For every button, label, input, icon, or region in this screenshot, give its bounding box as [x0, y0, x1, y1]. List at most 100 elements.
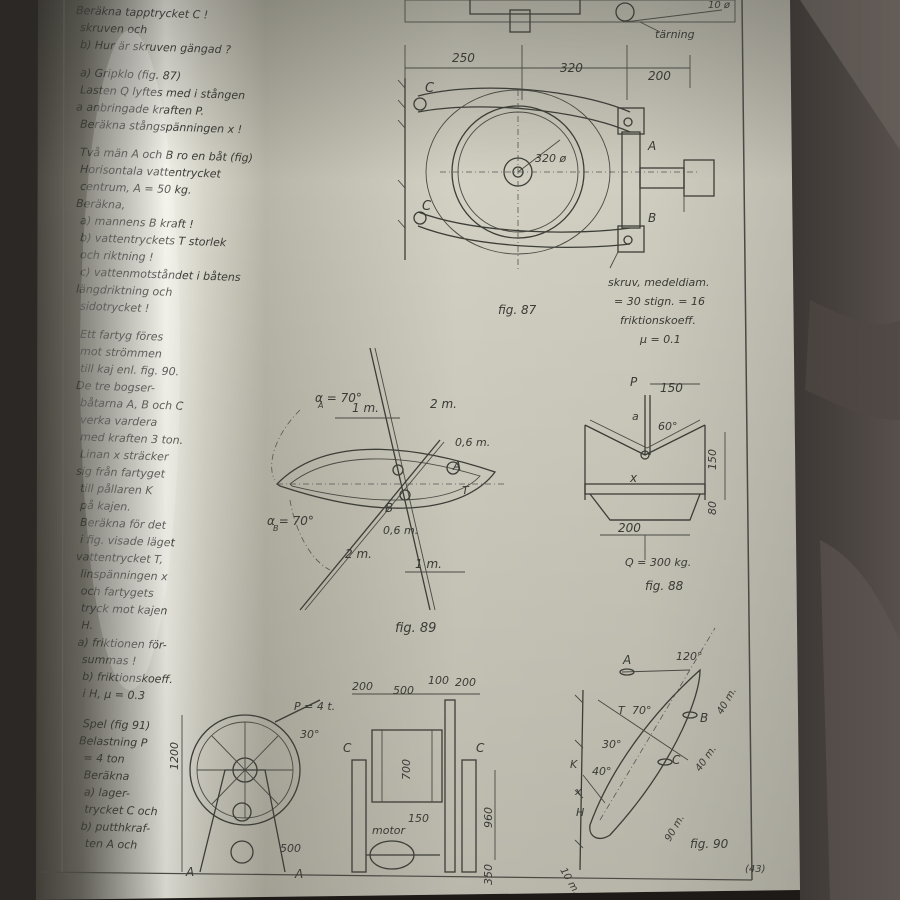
exercise-text-line: Beräkna stångspänningen x ! [80, 118, 242, 137]
exercise-text-line: H. [81, 619, 93, 632]
exercise-text-line: a) mannens B kraft ! [80, 214, 194, 231]
fig91-dim-150: 150 [408, 812, 429, 825]
exercise-text-line: ten A och [85, 837, 138, 852]
exercise-text-line: b) putthkraf- [80, 820, 150, 835]
fig87-label-b: B [648, 211, 656, 225]
exercise-text-line: Linan x sträcker [80, 447, 170, 463]
fig89-label-t: T [462, 484, 470, 497]
frame-line-right [741, 0, 753, 881]
fig89-label-a: A [452, 459, 461, 473]
exercise-text-line: längdriktning och [76, 283, 173, 299]
fig87-label-tarning: tärning [655, 28, 695, 41]
fig91-label-a-left: A [185, 865, 194, 879]
fig91-dim-500: 500 [393, 684, 414, 697]
fig90-label-t: T [618, 704, 626, 717]
fig87-note-2: = 30 stign. = 16 [614, 295, 705, 308]
exercise-text-line: trycket C och [84, 803, 158, 819]
exercise-text-line: Beräkna för det [80, 516, 167, 532]
fig88-dim-150-top: 150 [660, 381, 683, 395]
fig89-dim-06-top: 0,6 m. [455, 436, 490, 449]
exercise-text-line: b) vattentryckets T storlek [80, 231, 227, 249]
fig90-label-x: x [574, 785, 582, 798]
exercise-text-line: Belastning P [79, 734, 148, 749]
fig89-alpha-a-subscript: A [317, 401, 323, 410]
fig87-label-c-bottom: C [422, 199, 432, 214]
fig87-radius: 320 ø [535, 152, 566, 165]
fig91-dim-200-left: 200 [352, 680, 373, 693]
exercise-text-line: Ett fartyg föres [80, 328, 164, 344]
fig87-note-1: skruv, medeldiam. [608, 276, 709, 289]
fig88-dim-200: 200 [618, 521, 641, 535]
page-number: (43) [745, 864, 766, 875]
figure-87-gripper-claw: 10 ø tärning 250 320 200 C C 320 [397, 0, 736, 346]
exercise-text-line: till kaj enl. fig. 90. [80, 362, 179, 378]
fig88-label-p: P [630, 375, 638, 389]
exercise-text-line: b) friktionskoeff. [82, 670, 173, 686]
fig87-dim-top-right: 10 ø [708, 0, 731, 11]
fig91-label-a-right: A [294, 867, 303, 881]
fig88-label-a: a [632, 410, 639, 423]
fig91-dim-700: 700 [400, 759, 413, 780]
fig91-dim-350: 350 [482, 864, 495, 885]
fig89-caption: fig. 89 [395, 621, 436, 636]
fig88-caption: fig. 88 [645, 579, 684, 593]
fig87-caption: fig. 87 [498, 303, 537, 317]
fig91-dim-200-right: 200 [455, 676, 476, 689]
exercise-text-line: i fig. visade läget [80, 533, 176, 549]
fig90-label-a: A [622, 653, 631, 667]
fig88-label-x: x [629, 471, 638, 485]
exercise-text-line: Spel (fig 91) [83, 717, 151, 732]
fig87-note-4: μ = 0.1 [639, 333, 681, 346]
fig91-dim-1200: 1200 [168, 742, 181, 770]
left-page-edge [0, 0, 40, 900]
fig90-angle-70: 70° [632, 704, 652, 717]
fig90-label-k: K [570, 758, 578, 771]
fig90-label-h: H [576, 806, 584, 819]
fig89-dim-2m-top: 2 m. [430, 397, 457, 411]
fig91-label-c-right: C [476, 741, 485, 755]
fig90-label-b: B [700, 711, 708, 725]
exercise-text-line: c) vattenmotståndet i båtens [80, 265, 241, 284]
fig91-dim-100: 100 [428, 674, 449, 687]
exercise-text-line: med kraften 3 ton. [80, 430, 183, 447]
fig88-load: Q = 300 kg. [625, 556, 691, 569]
fig90-label-c: C [672, 753, 681, 767]
fig89-dim-1m-bottom: 1 m. [415, 557, 442, 571]
exercise-text-line: i H, μ = 0.3 [82, 687, 145, 702]
exercise-text-line: De tre bogser- [76, 379, 155, 395]
exercise-text-line: Lasten Q lyftes med i stången [80, 83, 245, 102]
fig87-dim-250: 250 [452, 51, 475, 65]
fig87-dim-200: 200 [648, 69, 671, 83]
fig87-label-c-top: C [425, 81, 435, 96]
exercise-text-line: till pållaren K [80, 482, 154, 498]
exercise-text-line: a) Gripklo (fig. 87) [80, 66, 181, 83]
figure-89-rowing-boat: α = 70° A α = 70° B 1 m. 2 m. 0,6 m. 0,6… [267, 347, 505, 636]
fig90-angle-40: 40° [592, 765, 612, 778]
fig89-alpha-a: α = 70° [315, 391, 362, 405]
exercise-text-line: verka vardera [80, 413, 158, 429]
exercise-text-line: a) friktionen för- [77, 636, 167, 652]
fig91-force: P = 4 t. [294, 700, 335, 713]
fig87-note-3: friktionskoeff. [620, 314, 696, 327]
exercise-text-line: på kajen. [79, 499, 131, 514]
exercise-text-line: Horisontala vattentrycket [80, 163, 222, 181]
fig88-dim-150-side: 150 [706, 449, 719, 470]
exercise-text-line: Två män A och B ro en båt (fig) [80, 146, 253, 165]
exercise-text-line: tryck mot kajen [81, 601, 168, 617]
exercise-text-line: Beräkna, [76, 197, 126, 212]
exercise-text-line: sig från fartyget [76, 465, 166, 481]
exercise-text-line: a anbringade kraften P. [76, 100, 205, 117]
exercise-text-line: linspänningen x [80, 567, 168, 583]
exercise-text-line: båtarna A, B och C [80, 396, 184, 413]
fig88-dim-80: 80 [706, 501, 719, 515]
fig87-label-a: A [647, 139, 656, 153]
exercise-text-line: och fartygets [80, 584, 154, 600]
fig90-angle-30: 30° [602, 738, 622, 751]
fig89-alpha-b: α = 70° [267, 514, 314, 528]
fig89-dim-06-bottom: 0,6 m. [383, 524, 418, 537]
exercise-text-line: Beräkna tapptrycket C ! [76, 4, 208, 22]
exercise-text-line: vattentrycket T, [76, 550, 163, 566]
exercise-text-line: = 4 ton [83, 751, 125, 765]
